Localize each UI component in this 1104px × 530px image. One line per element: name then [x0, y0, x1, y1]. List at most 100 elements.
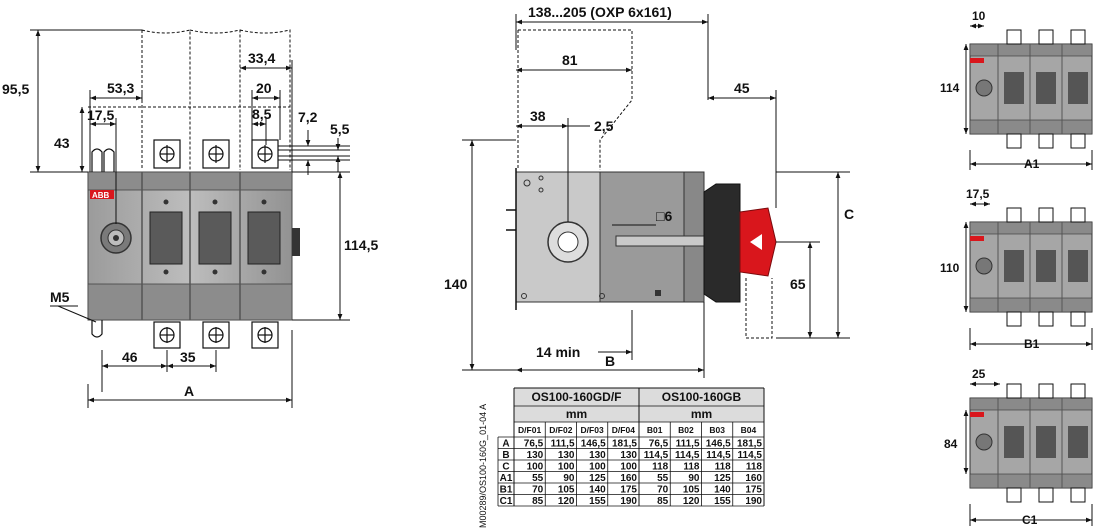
dim-b: B [605, 353, 615, 369]
table-cell: 76,5 [524, 439, 544, 450]
table-row-label: B1 [500, 485, 513, 496]
dim-small-bot-w: 25 [972, 367, 986, 381]
table-cell: 130 [558, 450, 575, 461]
table-cell: 140 [714, 485, 731, 496]
dim-5-5: 5,5 [330, 121, 350, 137]
dim-33-4: 33,4 [248, 50, 275, 66]
table-cell: 55 [532, 473, 544, 484]
dim-46: 46 [122, 349, 138, 365]
table-group-title: OS100-160GD/F [531, 390, 621, 404]
table-cell: 160 [620, 473, 637, 484]
table-cell: 130 [589, 450, 606, 461]
dim-small-mid-h: 110 [940, 261, 960, 275]
table-col-header: B03 [709, 425, 725, 435]
dim-8-5: 8,5 [252, 106, 272, 122]
abb-logo-text: ABB [92, 191, 110, 200]
table-cell: 100 [527, 462, 544, 473]
table-cell: 100 [620, 462, 637, 473]
dim-45: 45 [734, 80, 750, 96]
table-cell: 90 [688, 473, 700, 484]
front-view: ABB [2, 29, 378, 408]
table-cell: 55 [657, 473, 669, 484]
dim-b1: B1 [1024, 337, 1040, 351]
table-cell: 114,5 [706, 450, 731, 461]
pole-window-2 [198, 211, 232, 265]
table-cell: 90 [563, 473, 575, 484]
dim-2-5: 2,5 [594, 118, 614, 134]
table-col-header: D/F04 [612, 425, 635, 435]
table-cell: 181,5 [612, 439, 637, 450]
table-col-header: B02 [678, 425, 694, 435]
pole-window-3 [247, 211, 281, 265]
table-cell: 181,5 [737, 439, 762, 450]
table-cell: 85 [657, 496, 669, 507]
aux-contact-block [292, 228, 300, 256]
table-cell: 146,5 [706, 439, 731, 450]
dim-c: C [844, 206, 854, 222]
table-row-label: A [502, 439, 509, 450]
dim-114-5: 114,5 [344, 237, 378, 253]
dim-17-5: 17,5 [87, 107, 114, 123]
table-cell: 105 [558, 485, 575, 496]
table-cell: 100 [558, 462, 575, 473]
table-cell: 190 [620, 496, 637, 507]
table-cell: 118 [652, 462, 669, 473]
table-cell: 175 [620, 485, 637, 496]
table-cell: 100 [589, 462, 606, 473]
side-view: 138...205 (OXP 6x161) 81 38 2,5 45 □6 C … [444, 4, 854, 378]
dim-140: 140 [444, 276, 468, 292]
table-col-header: D/F03 [581, 425, 604, 435]
table-col-header: B04 [741, 425, 757, 435]
table-cell: 125 [589, 473, 606, 484]
dim-a1: A1 [1024, 157, 1040, 171]
dim-small-top-w: 10 [972, 9, 986, 23]
dim-square-6: □6 [656, 208, 672, 224]
table-cell: 160 [745, 473, 762, 484]
table-cell: 155 [714, 496, 731, 507]
drawing-code: M00289/OS100-160G_01-04 A [478, 404, 488, 528]
dim-65: 65 [790, 276, 806, 292]
dim-53-3: 53,3 [107, 80, 134, 96]
pole-window-1 [149, 211, 183, 265]
dim-a: A [184, 383, 194, 399]
table-col-header: D/F01 [518, 425, 541, 435]
table-row-label: B [502, 450, 509, 461]
table-row-label: C [502, 462, 509, 473]
dim-small-bot-h: 84 [944, 437, 958, 451]
table-cell: 155 [589, 496, 606, 507]
dim-20: 20 [256, 80, 272, 96]
table-cell: 190 [745, 496, 762, 507]
dim-small-top-h: 114 [940, 81, 960, 95]
dim-95-5: 95,5 [2, 81, 29, 97]
table-group-unit: mm [691, 407, 712, 421]
table-cell: 114,5 [738, 450, 763, 461]
shaft [615, 235, 717, 247]
dim-14-min: 14 min [536, 344, 580, 360]
table-cell: 76,5 [649, 439, 669, 450]
dim-small-mid-w: 17,5 [966, 187, 990, 201]
table-cell: 118 [715, 462, 732, 473]
table-group-title: OS100-160GB [662, 390, 742, 404]
table-cell: 140 [589, 485, 606, 496]
table-cell: 125 [714, 473, 731, 484]
table-cell: 114,5 [675, 450, 700, 461]
table-cell: 111,5 [676, 439, 700, 450]
small-view-c1: 25 84 C1 [944, 367, 1093, 527]
table-cell: 175 [745, 485, 762, 496]
table-row-label: A1 [500, 473, 513, 484]
dim-35: 35 [180, 349, 196, 365]
abb-logo [90, 190, 114, 199]
table-cell: 114,5 [644, 450, 669, 461]
table-row-label: C1 [500, 496, 513, 507]
table-cell: 146,5 [581, 439, 606, 450]
table-cell: 118 [746, 462, 763, 473]
table-cell: 70 [657, 485, 669, 496]
bottom-terminals [153, 321, 279, 349]
table-cell: 120 [683, 496, 700, 507]
top-terminals [153, 139, 279, 169]
table-cell: 111,5 [551, 439, 575, 450]
table-group-unit: mm [566, 407, 587, 421]
table-cell: 120 [558, 496, 575, 507]
dim-43: 43 [54, 135, 70, 151]
